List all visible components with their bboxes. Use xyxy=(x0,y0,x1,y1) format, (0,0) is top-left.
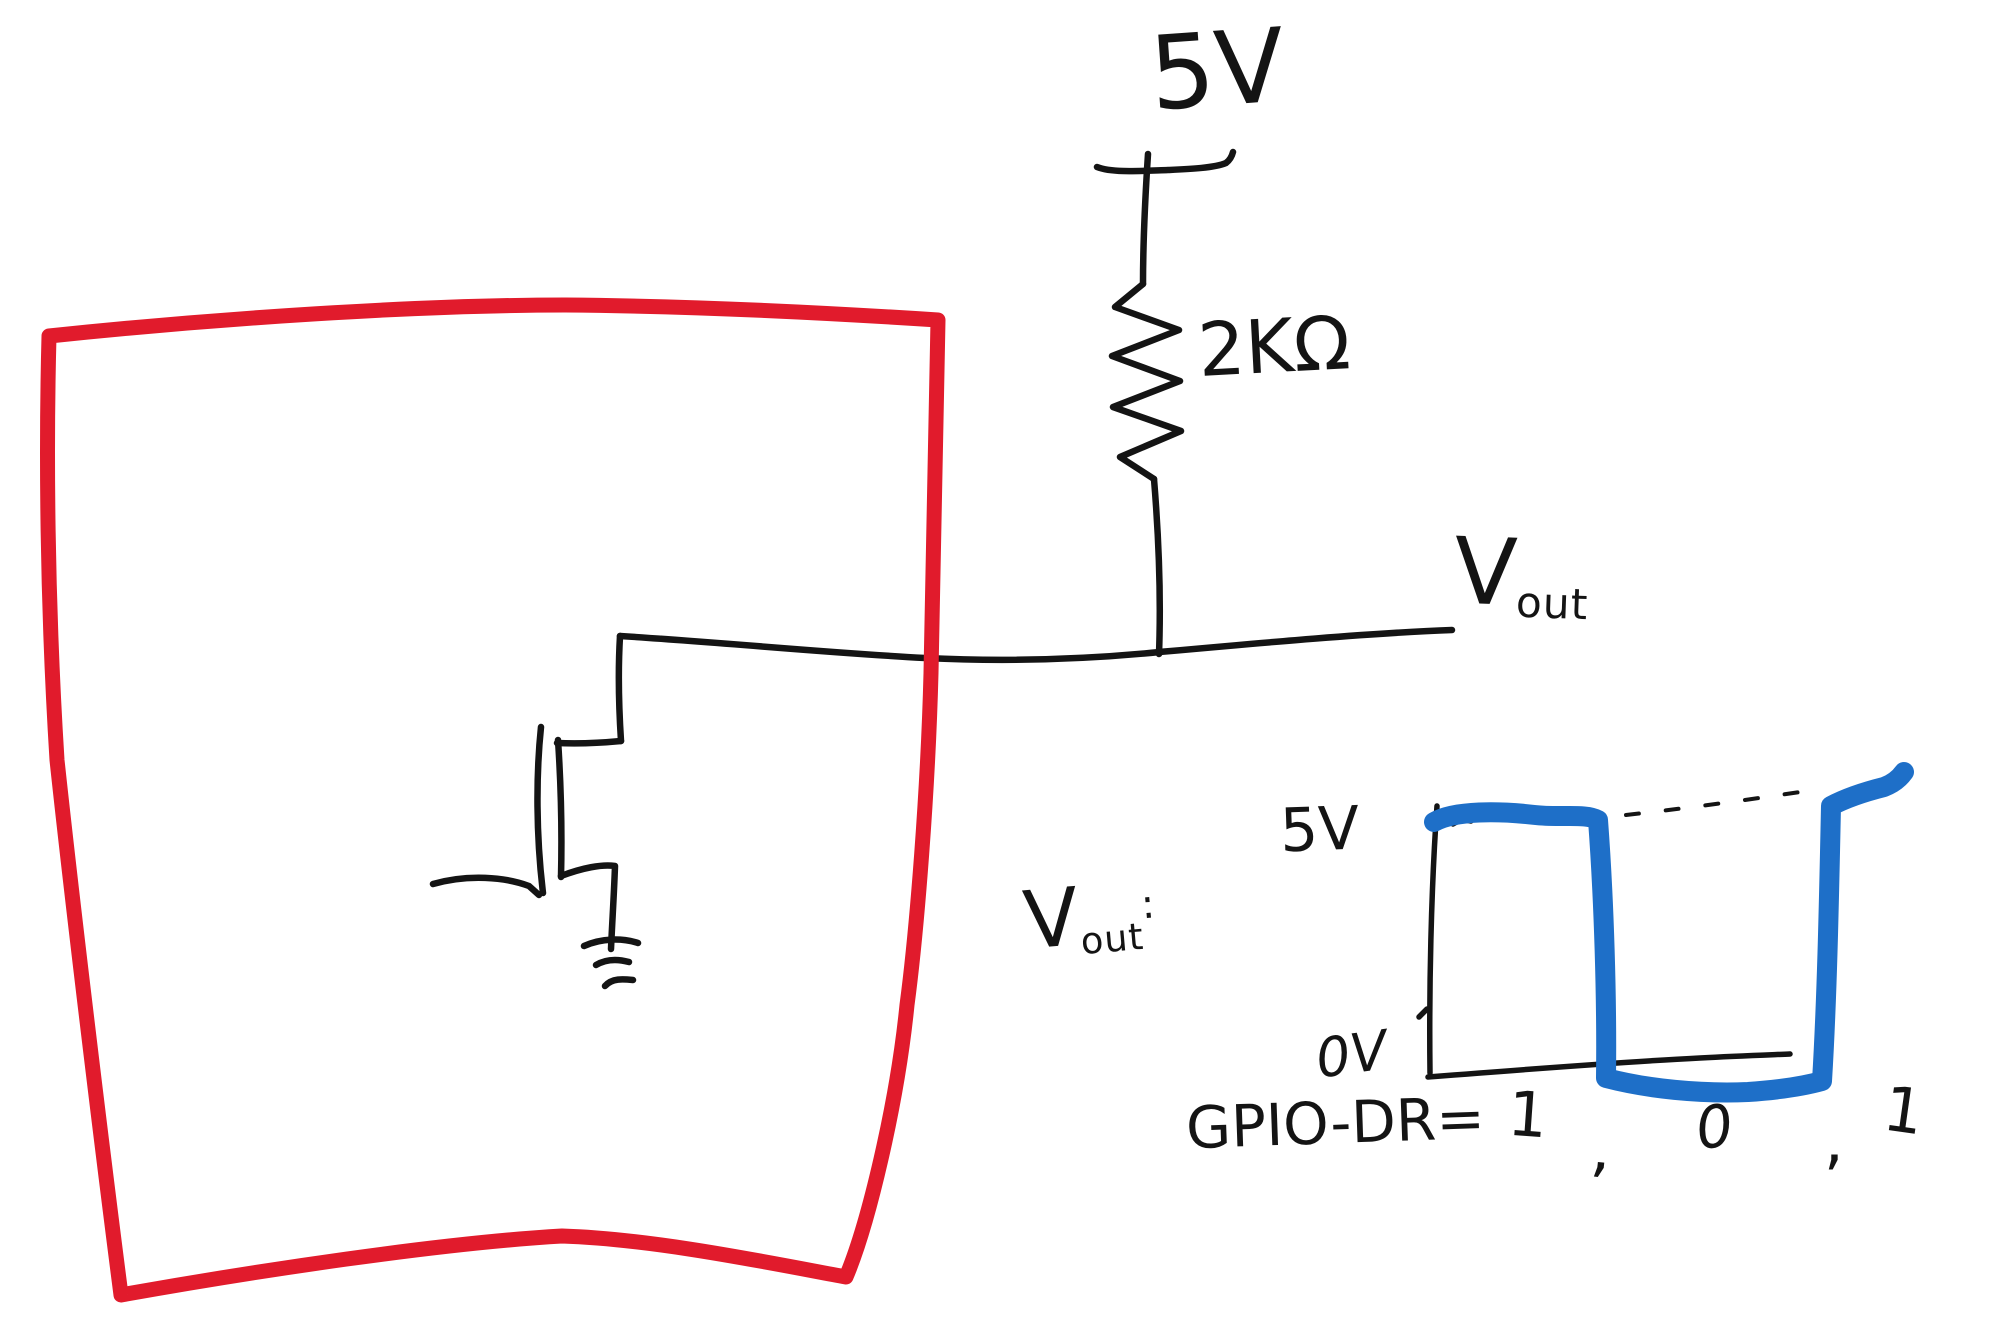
resistor-tail-wire xyxy=(1150,475,1164,658)
ground-bar-1 xyxy=(580,936,642,950)
red-enclosure-box xyxy=(40,297,946,1303)
circuit-ink-group xyxy=(429,148,1456,990)
resistor-body xyxy=(1108,280,1185,483)
power-rail-line xyxy=(1093,148,1237,175)
ground-bar-3 xyxy=(601,976,637,990)
mosfet-gate-lead xyxy=(429,874,543,899)
dashed-5v-reference-line xyxy=(1624,790,1802,817)
gpio-value-0: 0 xyxy=(1691,1090,1738,1164)
mosfet-source-wire xyxy=(557,862,619,953)
gpio-comma-2: , xyxy=(1824,1104,1844,1177)
supply-voltage-label: 5V xyxy=(1145,6,1289,135)
scope-axis-label: Vout: xyxy=(1019,870,1159,968)
resistor-value-label: 2KΩ xyxy=(1195,300,1353,394)
vout-wire-label-main: V xyxy=(1452,517,1519,627)
ground-bar-2 xyxy=(592,956,633,969)
blue-vout-trace xyxy=(1424,762,1914,1103)
scope-y-minor-tick xyxy=(1416,1006,1430,1020)
scope-axes-group xyxy=(1416,786,1874,1080)
mosfet-channel-bar xyxy=(554,736,565,881)
mosfet-gate-bar xyxy=(534,723,547,897)
scope-axis-label-main: V xyxy=(1019,870,1083,968)
scope-x-axis xyxy=(1425,1051,1793,1080)
gpio-value-1: 1 xyxy=(1505,1076,1550,1153)
vout-wire-label-sub: out xyxy=(1515,577,1590,630)
scope-high-level-label: 5V xyxy=(1278,793,1361,867)
vout-wire-label: Vout xyxy=(1452,518,1591,630)
gpio-dr-prefix-label: GPIO-DR= xyxy=(1184,1083,1486,1163)
mosfet-drain-wire xyxy=(615,632,625,745)
scope-y-axis xyxy=(1427,803,1440,1076)
output-wire xyxy=(616,626,1456,664)
scope-axis-label-sub: out xyxy=(1078,914,1146,964)
supply-drop-wire xyxy=(1139,150,1152,288)
scope-low-level-label: 0V xyxy=(1311,1018,1392,1091)
mosfet-drain-step xyxy=(553,737,625,747)
